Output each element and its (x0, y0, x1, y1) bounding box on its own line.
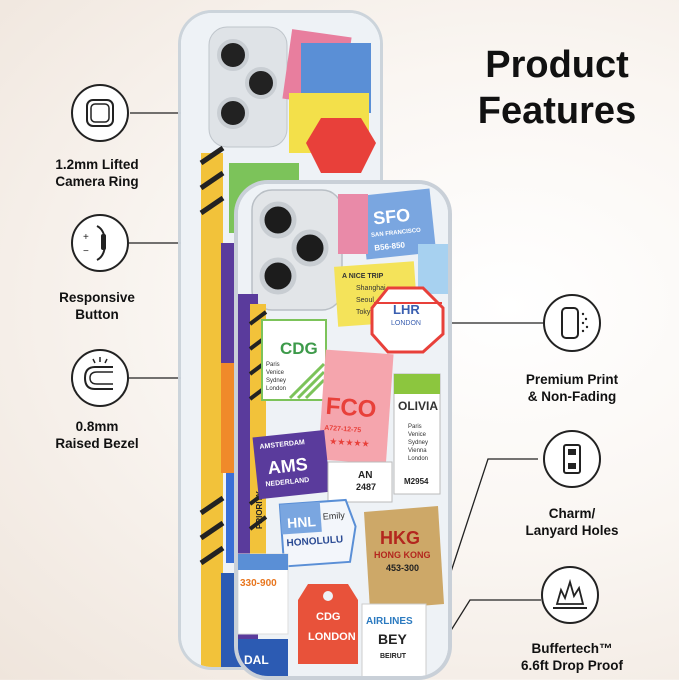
tag-330-code: 330-900 (240, 578, 277, 589)
camera-ring-feature-icon (71, 84, 129, 142)
tag-fco-num: A727-12-75 (324, 425, 361, 435)
button-feature-icon: + − (71, 214, 129, 272)
tag-cdg-london: CDG LONDON (298, 584, 358, 664)
svg-text:★★★★★: ★★★★★ (329, 436, 370, 449)
svg-text:−: − (83, 246, 89, 257)
tag-hnl: HNL Emily HONOLULU (278, 498, 357, 568)
tag-olivia-code: M2954 (404, 477, 429, 486)
tag-an-code: AN (358, 470, 372, 481)
city-mini-1: Shanghai (356, 285, 386, 292)
tag-ams-code: AMS (267, 454, 309, 478)
bezel-icon (83, 357, 113, 390)
tag-airlines: AIRLINES (366, 616, 413, 627)
tag-hkg-num: 453-300 (386, 563, 419, 573)
cdg-city-3: Sydney (266, 378, 286, 384)
bezel-feature-icon (71, 349, 129, 407)
heading-line-2: Features (477, 90, 637, 132)
front-collage: SFO SAN FRANCISCO B56-850 A NICE TRIP Sh… (238, 184, 448, 676)
tag-fco: FCO A727-12-75 ★★★★★ (318, 349, 394, 465)
print-label: Premium Print & Non-Fading (512, 371, 632, 405)
tag-dal: DAL (238, 639, 288, 676)
tag-nice-trip: A NICE TRIP (342, 273, 384, 280)
tag-ams-top: AMSTERDAM (259, 439, 305, 451)
tag-sfo-sub: SAN FRANCISCO (371, 228, 422, 239)
olivia-city-5: London (408, 456, 428, 462)
tag-hkg-sub: HONG KONG (374, 550, 431, 560)
cdg-city-1: Paris (266, 362, 280, 368)
charm-line-2: Lanyard Holes (525, 523, 619, 538)
tag-lhr-code: LHR (393, 302, 420, 317)
charm-feature-icon (543, 430, 601, 488)
button-line-1: Responsive (59, 290, 135, 305)
tag-bey-code: BEY (378, 631, 407, 647)
tag-hnl-sub: HONOLULU (286, 534, 343, 549)
tag-an: AN 2487 (327, 461, 393, 503)
olivia-city-3: Sydney (408, 440, 428, 446)
button-line-2: Button (75, 307, 119, 322)
tag-330: 330-900 (238, 553, 289, 635)
tag-lhr: LHR LONDON (370, 286, 445, 354)
tag-bey-sub: BEIRUT (380, 653, 407, 660)
lanyard-hole-icon (563, 444, 581, 474)
tag-fco-code: FCO (325, 393, 377, 423)
print-line-1: Premium Print (525, 372, 619, 387)
print-feature-icon (543, 294, 601, 352)
drop-line-1: Buffertech™ (531, 641, 613, 656)
tag-ams-sub: NEDERLAND (265, 477, 309, 489)
product-features-heading: Product Features (452, 42, 662, 134)
tag-sfo: SFO SAN FRANCISCO B56-850 (359, 188, 437, 260)
priority-label: PRIORITY (255, 491, 264, 529)
olivia-city-2: Venice (408, 432, 427, 438)
impact-icon (553, 578, 587, 609)
bezel-line-2: Raised Bezel (55, 436, 139, 451)
drop-line-2: 6.6ft Drop Proof (520, 658, 623, 673)
tag-hkg: HKG HONG KONG 453-300 (364, 506, 444, 610)
bezel-line-1: 0.8mm (75, 419, 119, 434)
tag-cdg-code: CDG (280, 339, 318, 358)
tag-airlines-bey: AIRLINES BEY BEIRUT (361, 603, 427, 676)
drop-feature-icon (541, 566, 599, 624)
phone-case-front-view: SFO SAN FRANCISCO B56-850 A NICE TRIP Sh… (234, 180, 452, 680)
tag-an-num: 2487 (356, 482, 376, 492)
camera-ring-label: 1.2mm Lifted Camera Ring (38, 156, 156, 190)
cdg-city-4: London (266, 386, 286, 392)
cdg-city-2: Venice (266, 370, 285, 376)
tag-lhr-sub: LONDON (391, 320, 421, 327)
tag-olivia-name: OLIVIA (398, 399, 438, 413)
tag-hnl-name: Emily (322, 510, 345, 522)
tag-dal-code: DAL (244, 653, 269, 667)
bezel-label: 0.8mm Raised Bezel (38, 418, 156, 452)
print-line-2: & Non-Fading (527, 389, 617, 404)
svg-text:+: + (83, 232, 89, 243)
city-mini-2: Seoul (356, 297, 374, 304)
charm-label: Charm/ Lanyard Holes (512, 505, 632, 539)
tag-cdg: CDG Paris Venice Sydney London (261, 319, 327, 401)
button-label: Responsive Button (38, 289, 156, 323)
tag-sfo-num: B56-850 (374, 240, 406, 252)
heading-line-1: Product (485, 44, 629, 86)
tag-hkg-code: HKG (380, 528, 420, 548)
tag-olivia: OLIVIA Paris Venice Sydney Vienna London… (393, 373, 441, 495)
olivia-city-4: Vienna (408, 448, 427, 454)
phone-print-icon (561, 307, 589, 339)
tag-hnl-code: HNL (287, 513, 317, 531)
tag-sfo-code: SFO (372, 205, 411, 229)
olivia-city-1: Paris (408, 424, 422, 430)
city-mini-3: Tokyo (356, 309, 374, 316)
tag-cdg2-sub: LONDON (308, 631, 356, 643)
drop-label: Buffertech™ 6.6ft Drop Proof (510, 640, 634, 674)
tag-ams: AMSTERDAM AMS NEDERLAND (252, 430, 331, 500)
tag-cdg2-code: CDG (316, 611, 340, 623)
charm-line-1: Charm/ (548, 506, 596, 521)
camera-ring-icon (86, 99, 114, 127)
button-icon: + − (83, 225, 107, 261)
camera-ring-line-2: Camera Ring (55, 174, 139, 189)
camera-ring-line-1: 1.2mm Lifted (55, 157, 139, 172)
